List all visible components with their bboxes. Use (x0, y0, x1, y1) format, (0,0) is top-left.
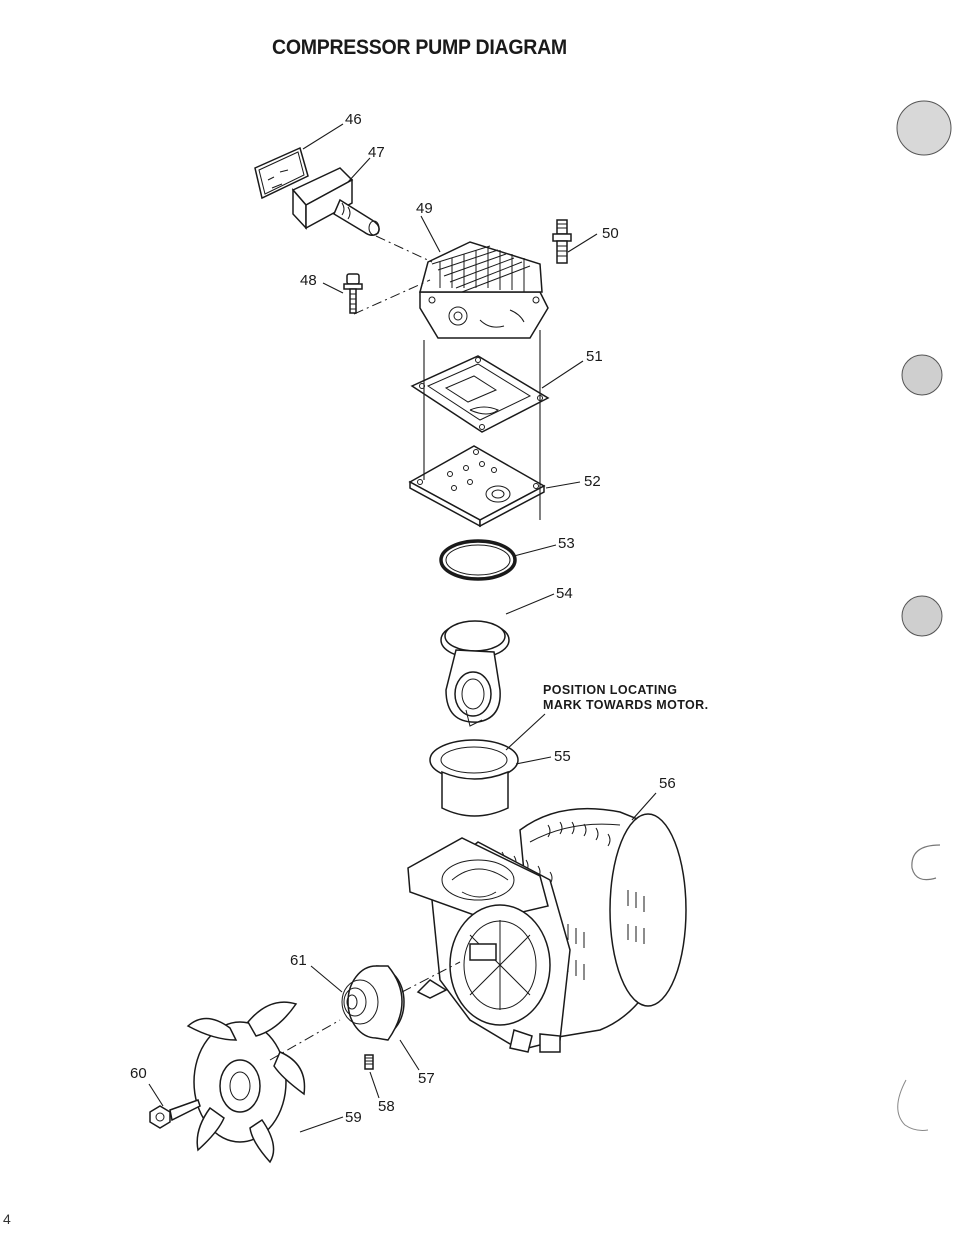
callout-48: 48 (300, 272, 317, 289)
callout-numbers: 46 47 49 48 50 51 52 53 54 55 56 61 60 5… (130, 111, 676, 1126)
part-48-bolt (343, 273, 363, 314)
callout-54: 54 (556, 585, 573, 602)
assembly-note: POSITION LOCATING MARK TOWARDS MOTOR. (543, 683, 708, 713)
part-47-filter-housing (291, 167, 380, 236)
part-54-connecting-rod (440, 620, 510, 727)
callout-52: 52 (584, 473, 601, 490)
callout-51: 51 (586, 348, 603, 365)
callout-57: 57 (418, 1070, 435, 1087)
part-55-sleeve (429, 739, 519, 817)
part-61-hub (341, 965, 405, 1041)
callout-60: 60 (130, 1065, 147, 1082)
callout-46: 46 (345, 111, 362, 128)
binder-hole (901, 595, 943, 637)
callout-55: 55 (554, 748, 571, 765)
part-46-filter (254, 146, 309, 200)
binder-hole (896, 100, 952, 156)
callout-61: 61 (290, 952, 307, 969)
callout-50: 50 (602, 225, 619, 242)
page-title: COMPRESSOR PUMP DIAGRAM (272, 36, 567, 59)
callout-53: 53 (558, 535, 575, 552)
part-59-fan (186, 1001, 306, 1164)
note-line-1: POSITION LOCATING (543, 683, 678, 697)
part-53-o-ring (439, 539, 517, 581)
binder-hole (911, 844, 941, 881)
callout-59: 59 (345, 1109, 362, 1126)
leader-lines (148, 123, 657, 1133)
part-51-gasket (410, 355, 550, 433)
callout-49: 49 (416, 200, 433, 217)
callout-47: 47 (368, 144, 385, 161)
binder-hole (897, 1079, 929, 1131)
assembly-center-lines (269, 235, 541, 1061)
callout-58: 58 (378, 1098, 395, 1115)
part-56-motor (407, 807, 687, 1053)
part-52-valve-plate (408, 445, 546, 528)
part-58-set-screw (364, 1054, 374, 1070)
binder-hole (901, 354, 943, 396)
binder-holes (896, 100, 952, 1131)
part-49-cylinder-head (419, 241, 549, 339)
part-50-stud (552, 219, 572, 264)
note-line-2: MARK TOWARDS MOTOR. (543, 698, 709, 712)
part-60-fan-bolt (149, 1099, 201, 1129)
callout-56: 56 (659, 775, 676, 792)
page-number: 4 (3, 1211, 11, 1227)
